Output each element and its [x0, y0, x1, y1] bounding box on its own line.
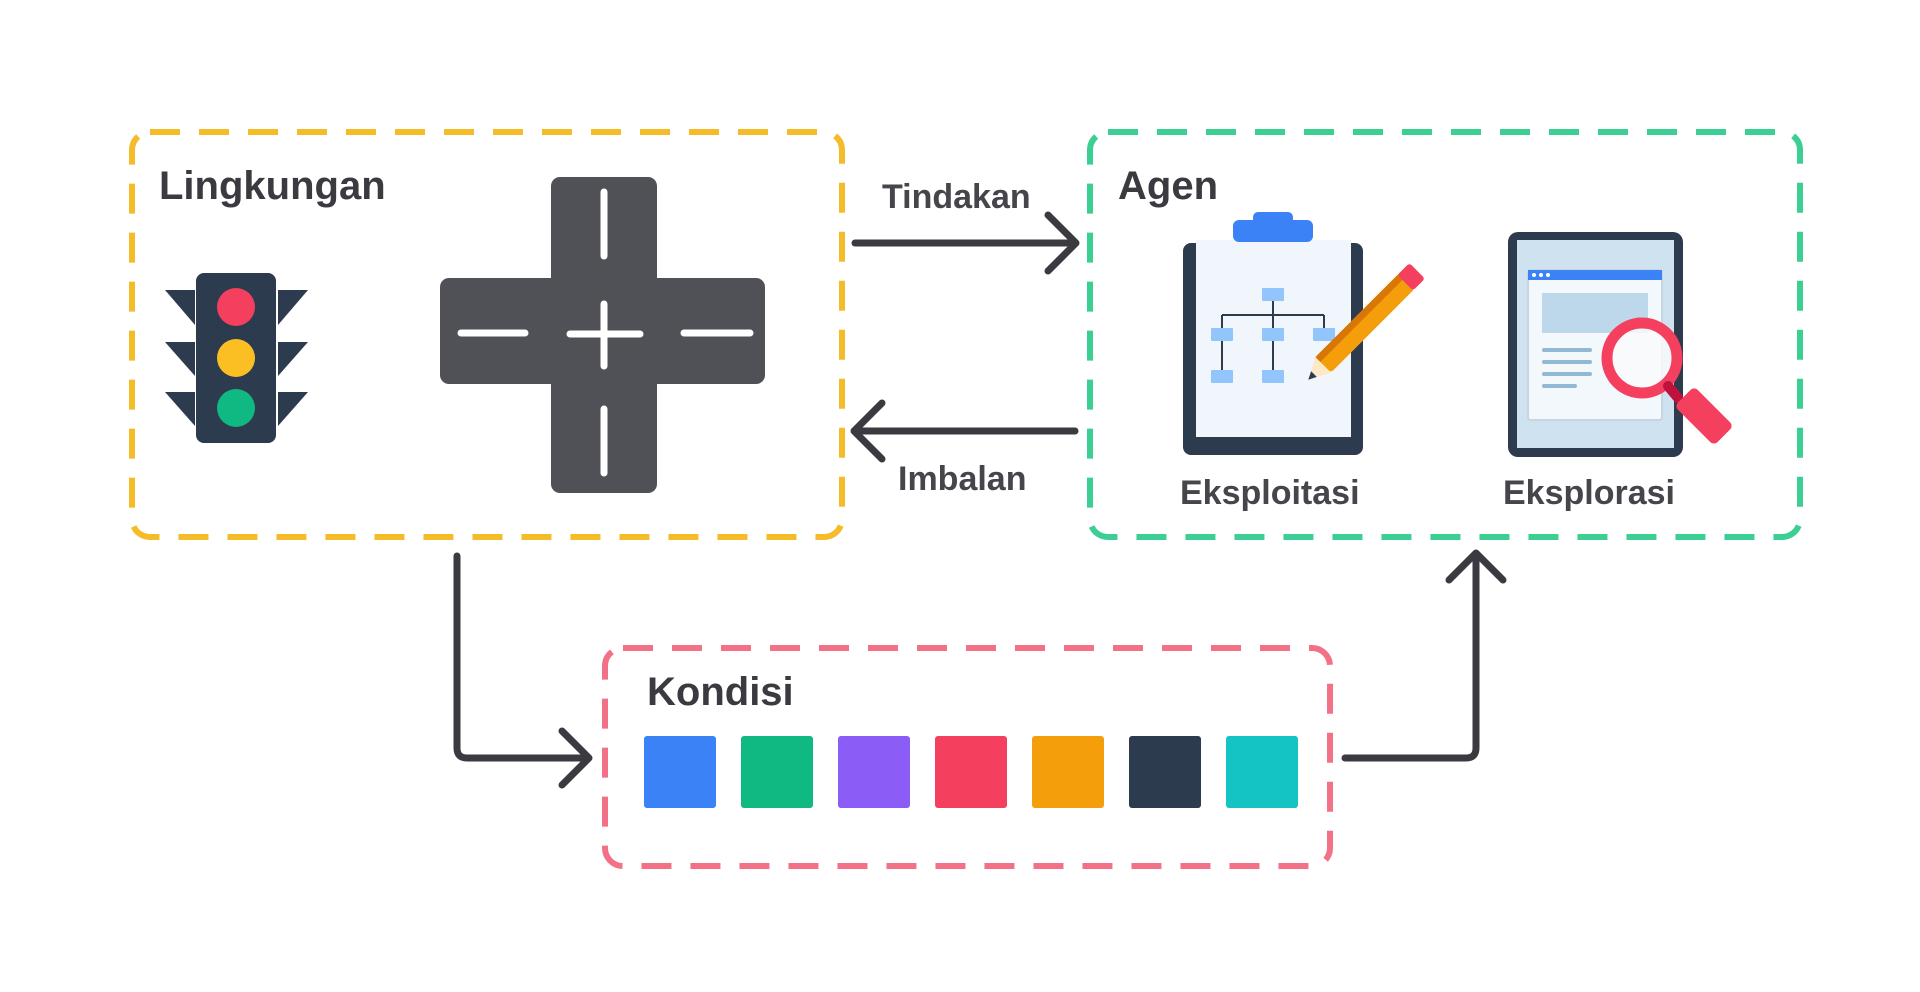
green-light	[217, 389, 255, 427]
agent-box	[1087, 129, 1803, 540]
environment-to-state-arrow	[453, 552, 593, 789]
state-swatch	[838, 736, 910, 808]
state-box	[602, 645, 1333, 869]
action-label: Tindakan	[882, 178, 1031, 216]
environment-title: Lingkungan	[159, 164, 386, 208]
environment-box	[129, 129, 845, 540]
state-title: Kondisi	[647, 670, 794, 714]
red-light	[217, 288, 255, 326]
clipboard-flowchart-pencil-icon	[1183, 212, 1424, 455]
state-swatch	[644, 736, 716, 808]
exploration-label: Eksplorasi	[1503, 474, 1675, 512]
traffic-light-icon	[165, 273, 308, 443]
state-swatch	[935, 736, 1007, 808]
state-swatch	[741, 736, 813, 808]
reward-arrow	[850, 399, 1079, 463]
state-swatches	[644, 736, 1298, 808]
road-intersection-icon	[440, 177, 765, 493]
action-arrow	[851, 211, 1080, 275]
state-to-agent-arrow	[1341, 549, 1507, 762]
agent-title: Agen	[1118, 164, 1218, 208]
state-swatch	[1226, 736, 1298, 808]
state-swatch	[1129, 736, 1201, 808]
tablet-magnifier-icon	[1508, 232, 1732, 457]
yellow-light	[217, 339, 255, 377]
state-swatch	[1032, 736, 1104, 808]
exploitation-label: Eksploitasi	[1180, 474, 1360, 512]
reward-label: Imbalan	[898, 460, 1027, 498]
